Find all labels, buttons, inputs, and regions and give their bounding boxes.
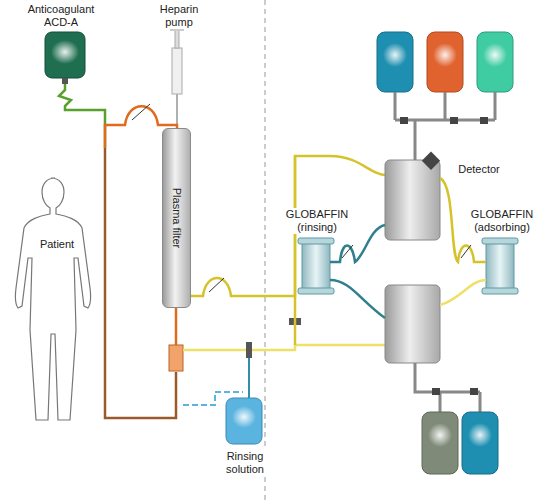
pump-label: Heparin pump (152, 3, 206, 29)
drawing-rect (477, 32, 513, 92)
drawing-rect (172, 48, 182, 94)
drawing-rect (422, 412, 458, 474)
drawing-path (15, 178, 90, 420)
drawing-line (461, 245, 471, 258)
drawing-rect (175, 30, 179, 48)
drawing-rect (298, 288, 334, 294)
filter-cylinder: Plasma filter (162, 128, 191, 308)
drawing-path (330, 280, 385, 318)
drawing-rect (226, 398, 262, 444)
patient-label: Patient (36, 238, 78, 251)
drawing-rect (62, 78, 68, 84)
drawing-path (440, 280, 486, 305)
drawing-rect (480, 117, 488, 124)
drawing-rect (246, 342, 252, 358)
drawing-ellipse (232, 406, 256, 428)
drawing-rect (470, 388, 478, 395)
drawing-path (59, 84, 105, 148)
drawing-line (132, 104, 150, 120)
drawing-rect (302, 240, 330, 292)
drawing-rect (298, 238, 334, 244)
drawing-rect (45, 32, 85, 78)
filter-label: Plasma filter (171, 188, 183, 249)
drawing-path (248, 358, 250, 398)
drawing-path (395, 92, 495, 160)
drawing-ellipse (483, 43, 507, 67)
drawing-ellipse (468, 423, 492, 447)
drawing-rect (385, 160, 440, 240)
drawing-rect (486, 240, 514, 292)
column-label: GLOBAFFIN (adsorbing) (462, 208, 542, 234)
drawing-line (265, 0, 266, 503)
drawing-ellipse (383, 43, 407, 67)
drawing-path (175, 308, 178, 345)
drawing-rect (427, 32, 463, 92)
column-label: GLOBAFFIN (rinsing) (280, 208, 354, 234)
drawing-rect (377, 32, 413, 92)
bag-label: Rinsing solution (216, 450, 274, 476)
drawing-rect (482, 238, 518, 244)
drawing-rect (482, 288, 518, 294)
drawing-path (191, 156, 385, 296)
drawing-rect (169, 345, 183, 371)
drawing-rect (400, 117, 408, 124)
drawing-path (183, 345, 385, 350)
drawing-rect (432, 388, 440, 395)
drawing-rect (450, 117, 458, 124)
drawing-path (294, 156, 297, 345)
drawing-ellipse (51, 40, 79, 64)
drawing-rect (422, 152, 440, 170)
detector-label: Detector (448, 163, 510, 176)
bag-label: Anticoagulant ACD-A (15, 3, 107, 29)
drawing-line (209, 278, 224, 292)
drawing-path (415, 363, 480, 412)
drawing-line (342, 245, 353, 258)
drawing-rect (385, 285, 440, 363)
drawing-rect (462, 412, 498, 474)
drawing-ellipse (433, 43, 457, 67)
drawing-ellipse (428, 423, 452, 447)
